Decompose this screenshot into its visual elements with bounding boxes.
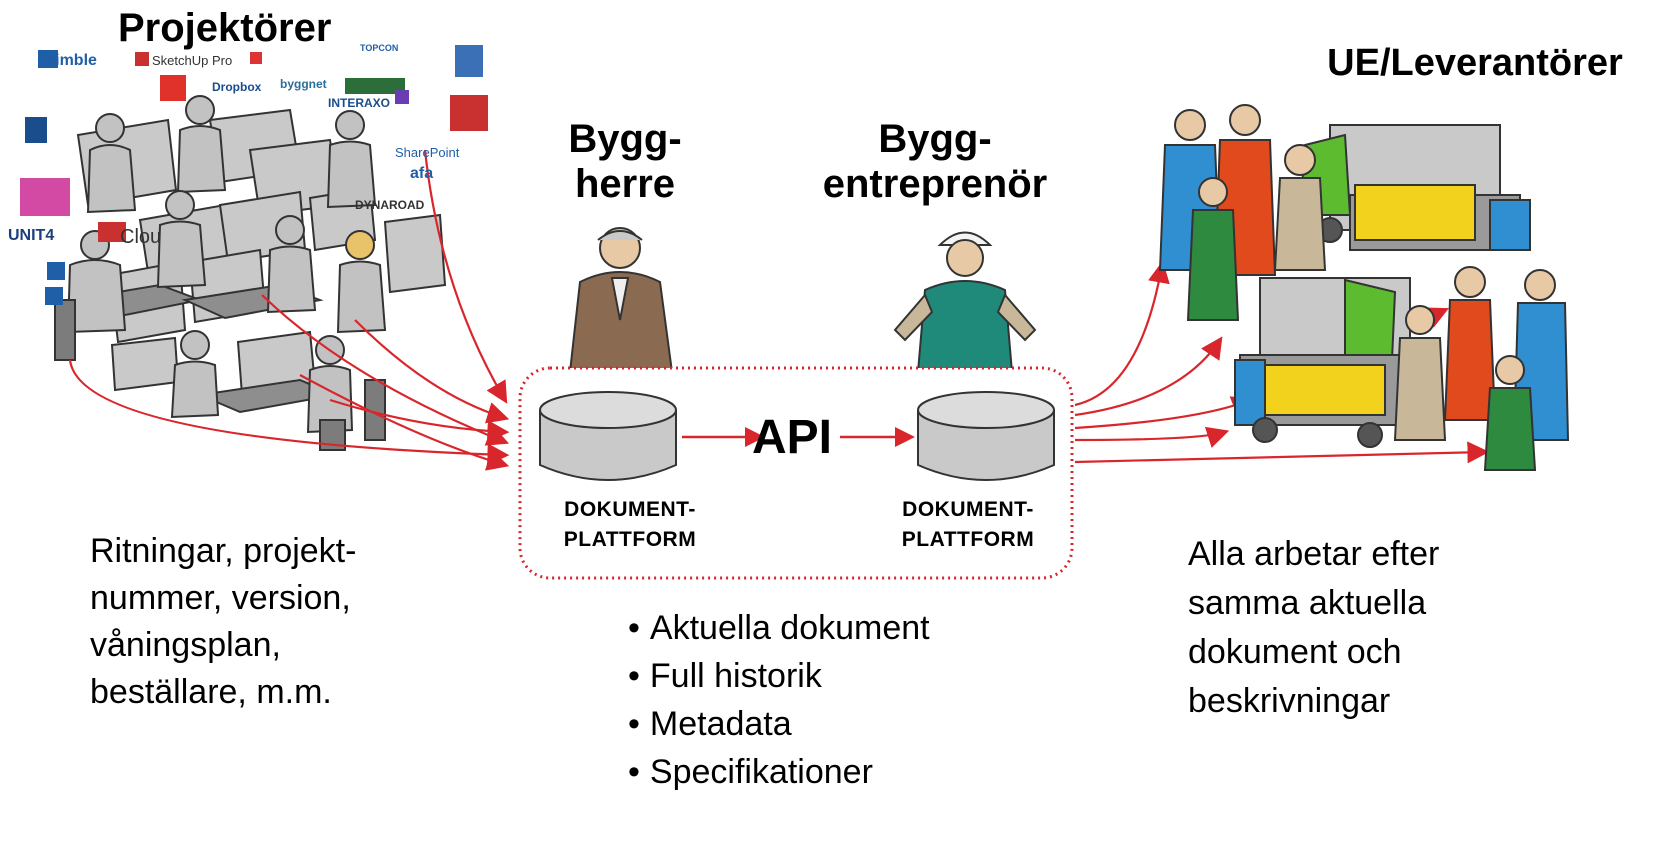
logo-icon (25, 117, 47, 143)
client-heading-line1: Bygg- (568, 117, 682, 161)
logo-icon (20, 178, 70, 216)
designer-to-platform-arrows (68, 149, 510, 471)
client-heading: Bygg- herre (540, 117, 710, 207)
contractor-heading-line2: entreprenör (822, 161, 1048, 206)
logo-icon (455, 45, 483, 77)
logo-icon (45, 287, 63, 305)
contractor-figure-illustration (893, 231, 1037, 373)
feature-item: Specifikationer (628, 748, 930, 796)
cloud-logo: Clou (120, 226, 162, 248)
api-label: API (752, 411, 833, 464)
logo-icon (47, 262, 65, 280)
byggnet-logo: byggnet (280, 77, 327, 91)
truck-icon (1349, 184, 1531, 251)
suppliers-description: Alla arbetar efter samma aktuella dokume… (1188, 530, 1439, 726)
left-platform-label-line2: PLATTFORM (563, 528, 697, 551)
client-figure-illustration (568, 227, 674, 373)
logo-icon (98, 222, 126, 242)
laptop-icon (383, 213, 447, 294)
truck-icon (1234, 354, 1421, 448)
trimble-logo: Trimble (40, 52, 97, 69)
laptop-icon (110, 336, 180, 392)
description-line: samma aktuella (1188, 584, 1427, 622)
client-heading-line2: herre (574, 161, 676, 206)
logo-icon (160, 75, 186, 101)
right-platform-label-line1: DOKUMENT- (902, 498, 1034, 521)
description-line: våningsplan, (90, 626, 281, 664)
description-line: Alla arbetar efter (1188, 535, 1440, 573)
worker-icon (1483, 355, 1537, 471)
feature-item: Aktuella dokument (628, 604, 930, 652)
description-line: beställare, m.m. (90, 673, 332, 711)
logo-icon (450, 95, 488, 131)
contractor-heading: Bygg- entreprenör (800, 117, 1070, 207)
unit4-logo: UNIT4 (8, 227, 55, 244)
afa-logo: afa (410, 165, 434, 182)
designers-group-illustration (54, 95, 447, 451)
designer-data-description: Ritningar, projekt- nummer, version, vån… (90, 528, 356, 716)
contractor-heading-line1: Bygg- (878, 117, 992, 161)
worker-icon (1186, 177, 1240, 321)
sketchup-logo: SketchUp Pro (152, 53, 233, 68)
right-platform-label: DOKUMENT- PLATTFORM (868, 495, 1068, 555)
worker-icon (1273, 144, 1327, 271)
feature-item: Metadata (628, 700, 930, 748)
software-logos-cluster (20, 45, 488, 305)
logo-icon (345, 78, 405, 94)
suppliers-group-illustration (1158, 104, 1570, 471)
suppliers-heading: UE/Leverantörer (1327, 42, 1623, 84)
topcon-logo: TOPCON (360, 43, 399, 53)
left-platform-label-line1: DOKUMENT- (564, 498, 696, 521)
worker-icon (1443, 266, 1497, 421)
sketchup-logo-icon (135, 52, 149, 66)
description-line: Ritningar, projekt- (90, 532, 357, 570)
dynaroad-logo: DYNAROAD (355, 198, 425, 212)
sharepoint-logo: SharePoint (395, 145, 460, 160)
platform-features-list: Aktuella dokument Full historik Metadata… (628, 604, 930, 796)
trimble-logo-icon (38, 50, 58, 68)
description-line: beskrivningar (1188, 682, 1391, 720)
worker-icon (1393, 305, 1447, 441)
left-database-icon (539, 391, 677, 481)
interaxo-logo: INTERAXO (328, 96, 391, 110)
feature-item: Full historik (628, 652, 930, 700)
left-platform-label: DOKUMENT- PLATTFORM (530, 495, 730, 555)
description-line: nummer, version, (90, 579, 351, 617)
designers-heading: Projektörer (118, 6, 332, 50)
dropbox-logo: Dropbox (212, 80, 262, 94)
logo-icon (395, 90, 409, 104)
description-line: dokument och (1188, 633, 1402, 671)
right-database-icon (917, 391, 1055, 481)
right-platform-label-line2: PLATTFORM (901, 528, 1035, 551)
logo-icon (250, 52, 262, 64)
